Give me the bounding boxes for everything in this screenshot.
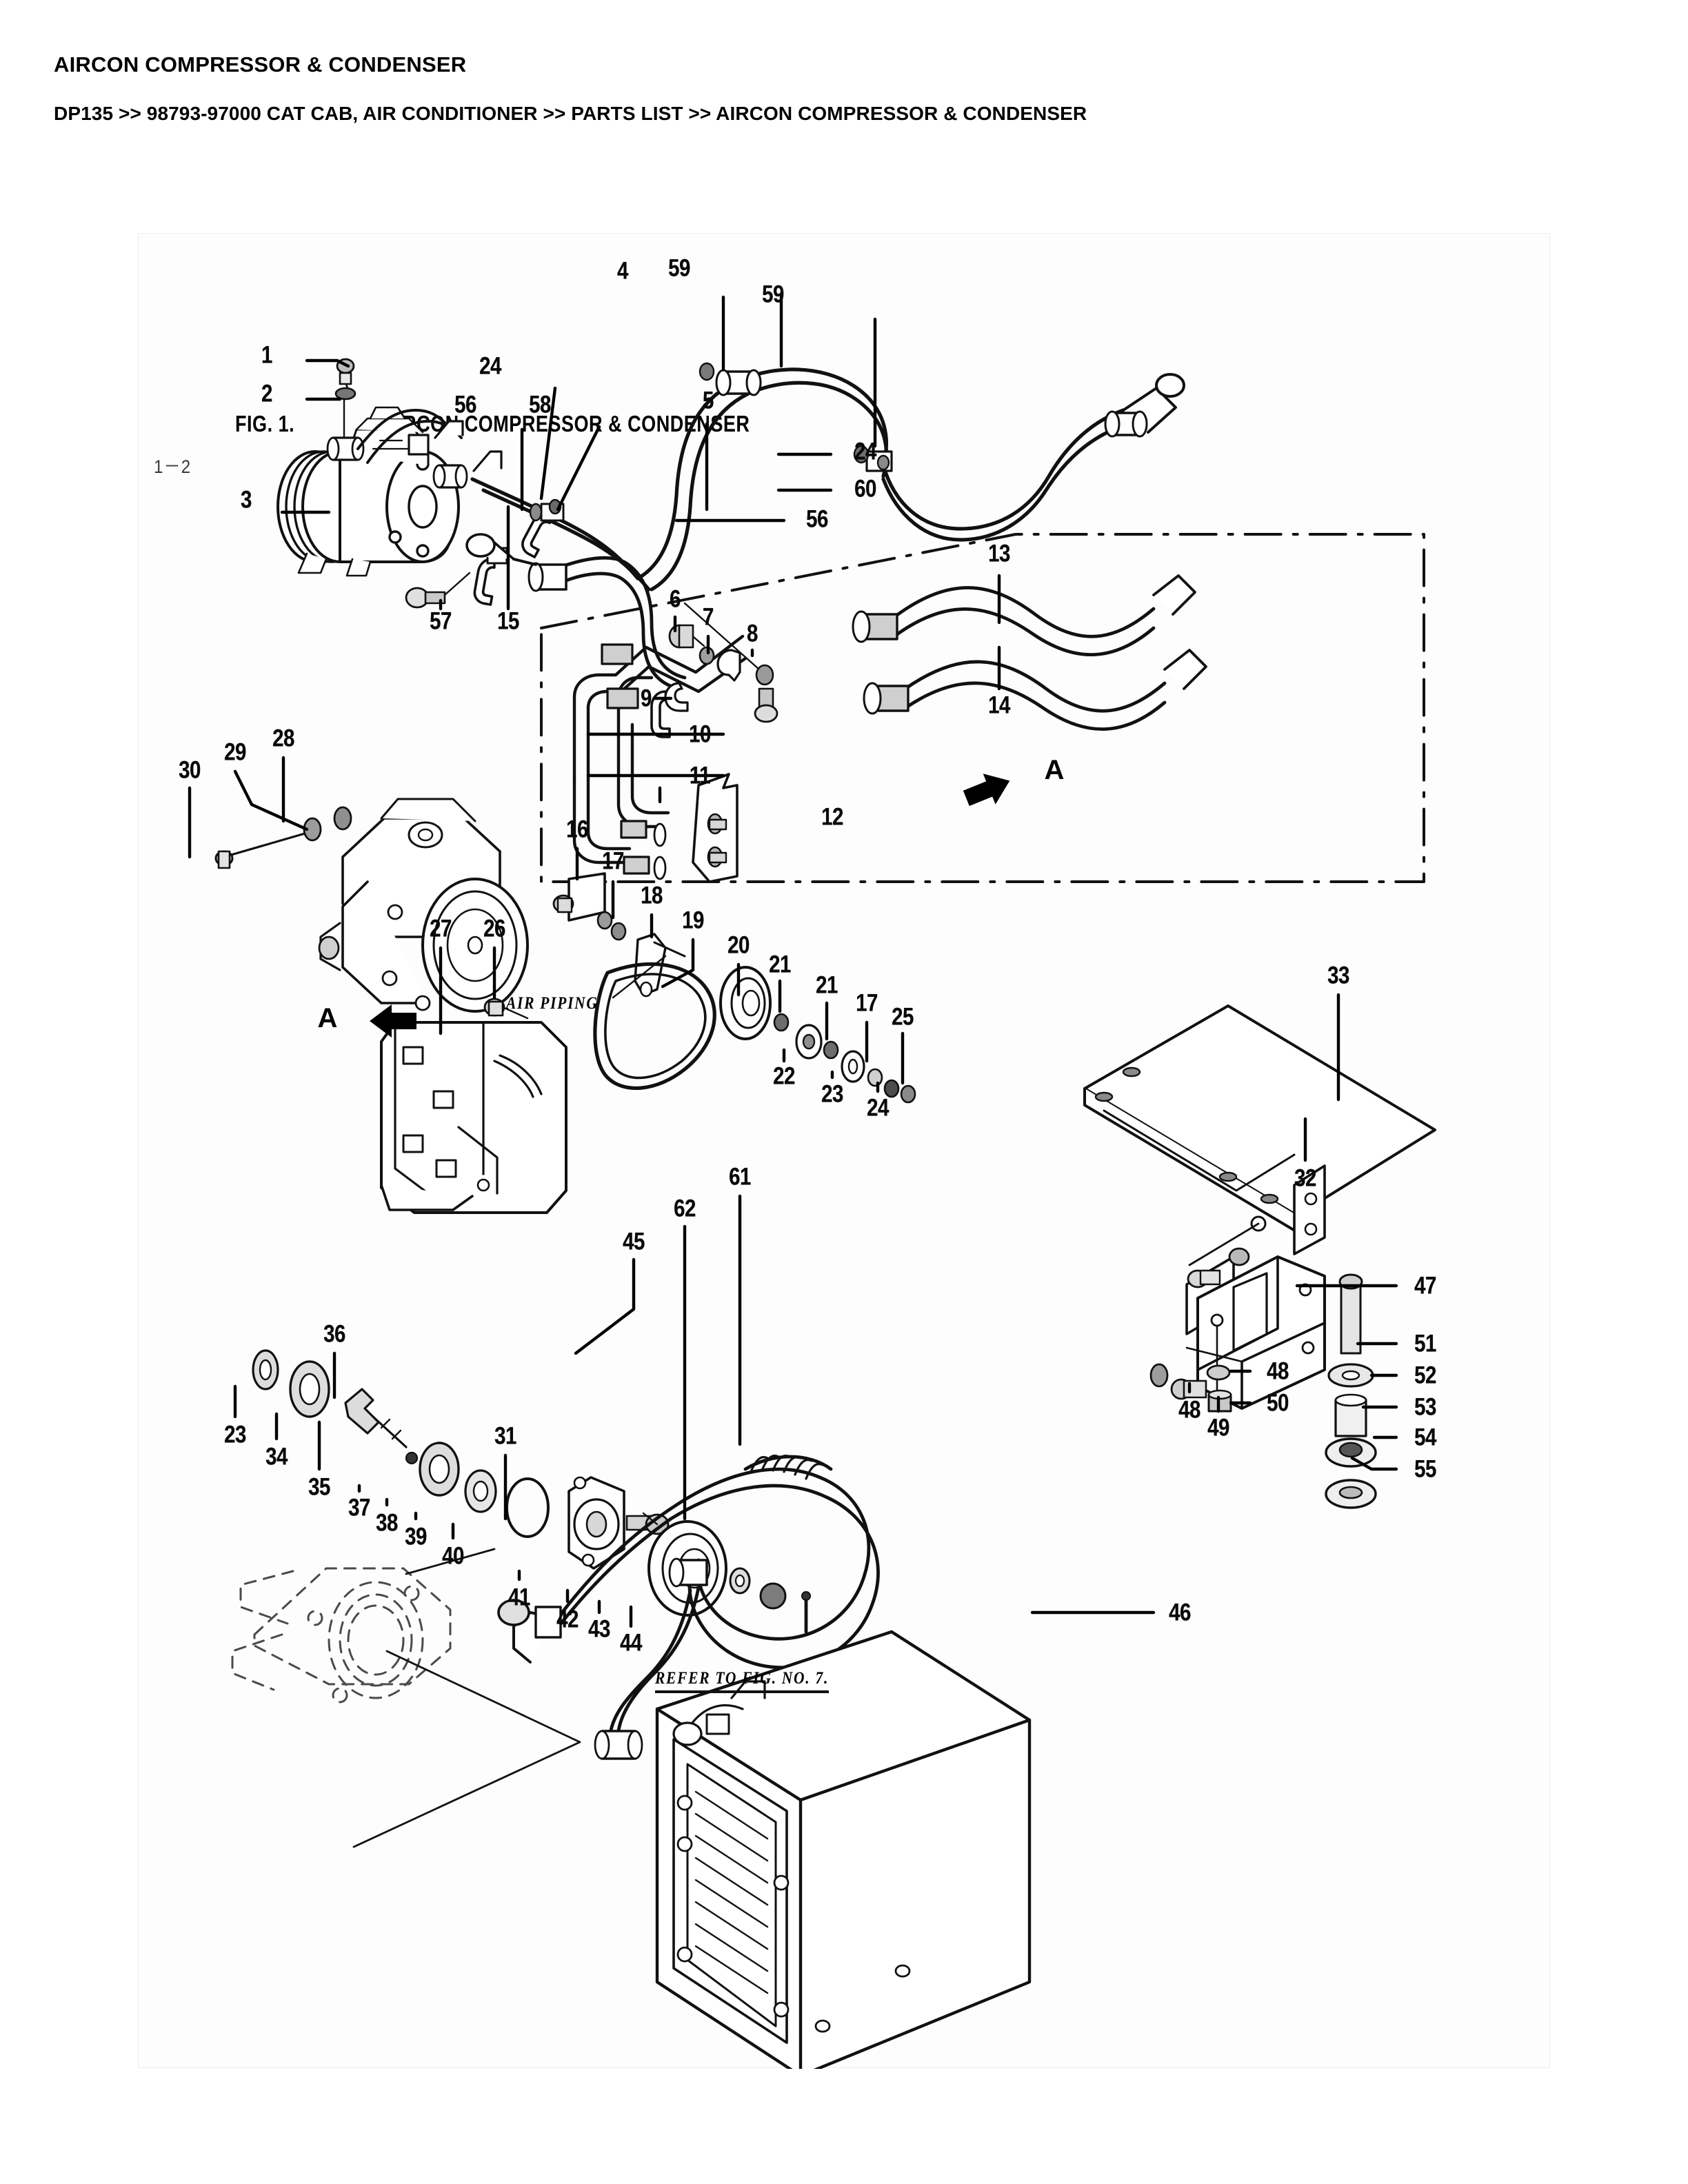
callout-1: 1 — [261, 341, 272, 369]
callout-21: 21 — [769, 951, 791, 978]
callout-52: 52 — [1414, 1362, 1436, 1389]
callout-18: 18 — [641, 882, 663, 909]
page-title: AIRCON COMPRESSOR & CONDENSER — [54, 52, 467, 77]
callout-9: 9 — [641, 685, 652, 712]
callout-24: 24 — [854, 438, 876, 465]
callout-29: 29 — [224, 738, 246, 766]
sheet-number: 1－2 — [154, 456, 192, 477]
callout-10: 10 — [689, 720, 711, 748]
callout-62: 62 — [674, 1195, 696, 1222]
callout-59: 59 — [668, 254, 690, 282]
callout-50: 50 — [1267, 1389, 1289, 1417]
breadcrumb: DP135 >> 98793-97000 CAT CAB, AIR CONDIT… — [54, 103, 1087, 124]
callout-6: 6 — [670, 585, 681, 613]
parts-diagram-panel: FIG. 1. AIRCON COMPRESSOR & CONDENSER 1－… — [138, 233, 1551, 2069]
callout-39: 39 — [405, 1523, 427, 1550]
callout-15: 15 — [497, 607, 519, 635]
callout-31: 31 — [494, 1422, 516, 1450]
callout-8: 8 — [747, 620, 758, 647]
callout-51: 51 — [1414, 1330, 1436, 1357]
callout-17: 17 — [856, 989, 878, 1017]
callout-12: 12 — [821, 803, 843, 831]
callout-44: 44 — [620, 1629, 642, 1657]
page-header: AIRCON COMPRESSOR & CONDENSER DP135 >> 9… — [54, 54, 1571, 123]
callout-48: 48 — [1267, 1357, 1289, 1385]
callout-36: 36 — [323, 1320, 345, 1348]
callout-46: 46 — [1169, 1599, 1191, 1626]
callout-56: 56 — [806, 505, 828, 533]
callout-48: 48 — [1178, 1396, 1200, 1424]
callout-20: 20 — [727, 931, 750, 959]
callout-60: 60 — [854, 475, 876, 503]
section-arrow-icon — [370, 1004, 416, 1038]
callout-4: 4 — [617, 257, 628, 285]
callout-7: 7 — [703, 603, 714, 631]
callout-24: 24 — [479, 352, 501, 380]
callout-41: 41 — [508, 1584, 530, 1611]
callout-3: 3 — [241, 486, 252, 514]
callout-40: 40 — [442, 1542, 464, 1570]
callout-11: 11 — [689, 762, 711, 789]
callout-30: 30 — [179, 756, 201, 784]
callout-42: 42 — [556, 1606, 579, 1633]
callout-21: 21 — [816, 971, 838, 999]
callout-26: 26 — [483, 915, 505, 942]
section-mark-a: A — [1044, 755, 1065, 785]
callout-37: 37 — [348, 1494, 370, 1521]
callout-16: 16 — [566, 816, 588, 843]
callout-24: 24 — [867, 1094, 889, 1122]
callout-59: 59 — [762, 281, 784, 308]
callout-55: 55 — [1414, 1455, 1436, 1483]
callout-2: 2 — [261, 380, 272, 407]
callout-43: 43 — [588, 1615, 610, 1643]
callout-34: 34 — [265, 1443, 288, 1470]
callout-23: 23 — [821, 1080, 843, 1108]
callout-61: 61 — [729, 1163, 751, 1191]
callout-27: 27 — [430, 915, 452, 942]
callout-35: 35 — [308, 1473, 330, 1501]
exploded-parts-drawing — [188, 292, 1436, 2069]
figure-stage: FIG. 1. AIRCON COMPRESSOR & CONDENSER 1－… — [139, 234, 1551, 2069]
callout-23: 23 — [224, 1421, 246, 1448]
callout-53: 53 — [1414, 1393, 1436, 1421]
callout-17: 17 — [602, 847, 624, 875]
callout-19: 19 — [682, 907, 704, 934]
callout-57: 57 — [430, 607, 452, 635]
section-mark-a: A — [317, 1003, 338, 1033]
callout-38: 38 — [376, 1509, 398, 1537]
callout-25: 25 — [892, 1003, 914, 1031]
callout-54: 54 — [1414, 1424, 1436, 1451]
callout-47: 47 — [1414, 1272, 1436, 1300]
section-arrow-icon — [963, 774, 1010, 807]
callout-5: 5 — [703, 387, 714, 414]
callout-14: 14 — [988, 691, 1010, 719]
air-piping-caption: AIR PIPING — [506, 994, 599, 1013]
callout-58: 58 — [529, 391, 551, 418]
callout-22: 22 — [773, 1062, 795, 1090]
callout-28: 28 — [272, 725, 294, 752]
callout-49: 49 — [1207, 1414, 1229, 1442]
callout-45: 45 — [623, 1228, 645, 1255]
callout-33: 33 — [1327, 962, 1349, 989]
callout-32: 32 — [1294, 1164, 1316, 1192]
callout-56: 56 — [454, 391, 476, 418]
refer-to-figure-caption: REFER TO FIG. NO. 7. — [655, 1669, 830, 1693]
figure-number: FIG. 1. — [235, 411, 295, 436]
callout-13: 13 — [988, 540, 1010, 567]
